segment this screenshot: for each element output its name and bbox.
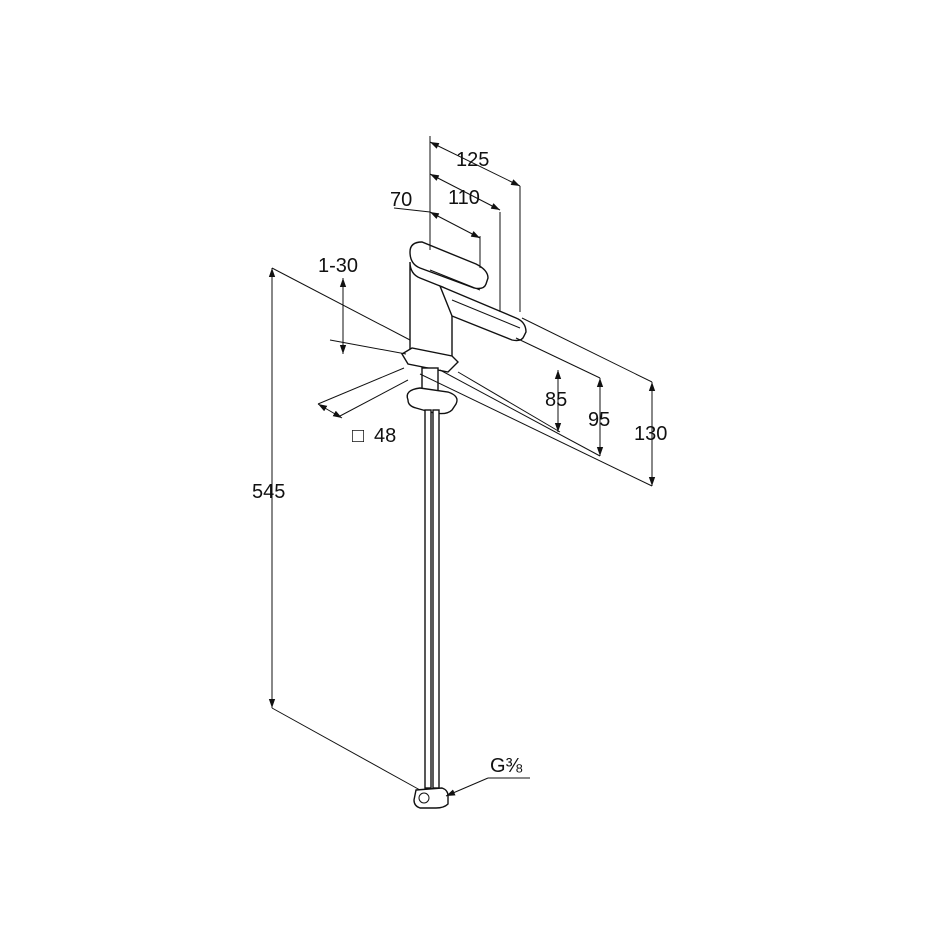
dim-line-125 [429, 141, 521, 187]
dim-line-70 [429, 211, 481, 239]
square-symbol: □ [352, 425, 364, 447]
label-95: 95 [588, 409, 610, 431]
base-plate [401, 347, 459, 373]
dimension-labels: 125 110 70 1-30 545 85 95 130 □ 48 G⅜ [252, 149, 667, 777]
mounting-bracket [406, 387, 458, 415]
label-125: 125 [456, 149, 489, 171]
label-thread: G⅜ [490, 755, 523, 777]
label-1-30: 1-30 [318, 255, 358, 277]
label-110: 110 [448, 187, 480, 209]
label-70: 70 [390, 189, 412, 211]
supply-hose-left [424, 409, 432, 789]
supply-hose-right [432, 409, 440, 789]
label-85: 85 [545, 389, 567, 411]
label-48: 48 [374, 425, 396, 447]
dim-line-110 [429, 173, 501, 211]
label-130: 130 [634, 423, 667, 445]
leader-thread [445, 777, 489, 797]
dimension-lines [268, 141, 656, 797]
label-545: 545 [252, 481, 285, 503]
extension-lines [271, 136, 653, 791]
dim-line-48 [317, 403, 343, 419]
faucet-body [401, 241, 527, 809]
lever-handle [409, 241, 489, 290]
